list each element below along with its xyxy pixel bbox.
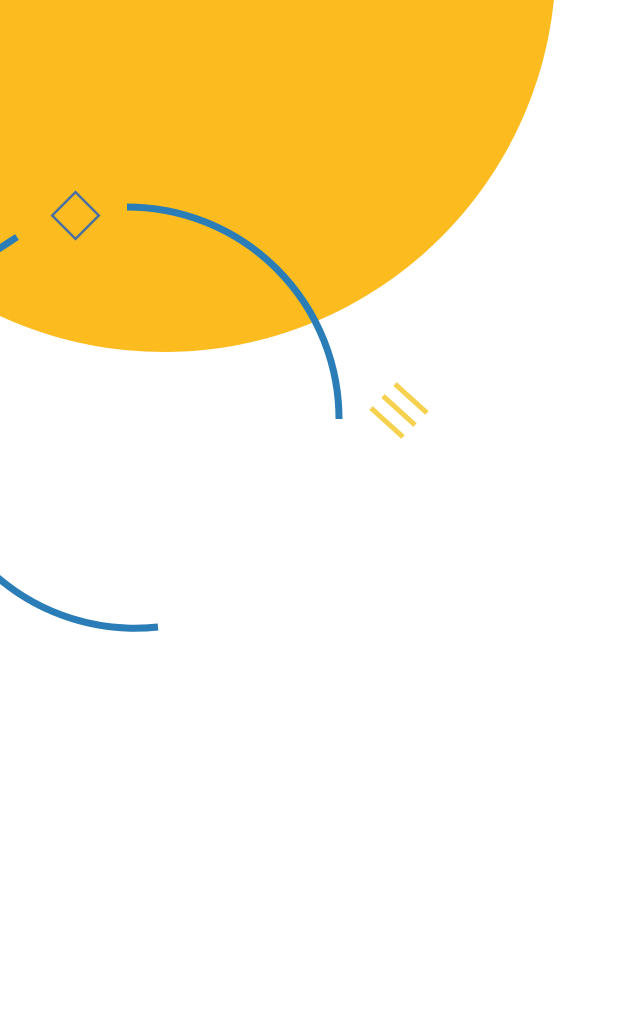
yellow-sun-circle xyxy=(0,0,554,352)
stripe-line xyxy=(393,382,429,415)
stripe-line xyxy=(381,394,417,427)
stripe-line xyxy=(369,406,405,439)
blue-arc-top-left xyxy=(0,234,19,253)
diamond-outline-icon xyxy=(50,190,101,241)
blue-arc-bottom xyxy=(0,574,159,632)
blue-arc-top-right xyxy=(126,203,343,420)
diagonal-stripes-icon xyxy=(369,382,429,439)
